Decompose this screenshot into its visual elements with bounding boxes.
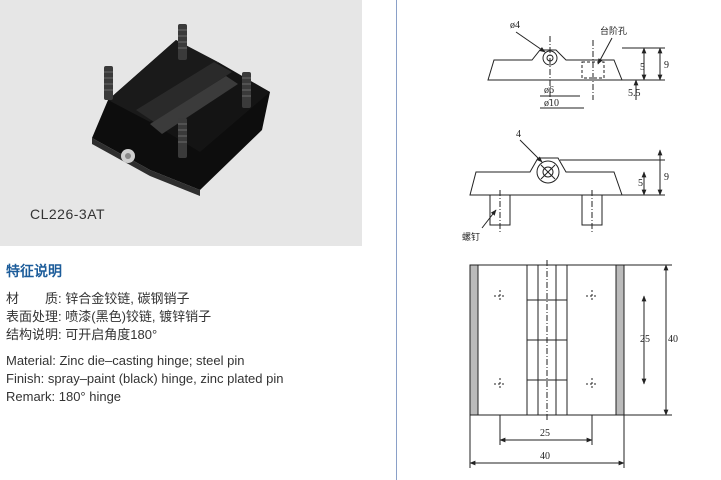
dim-mid-5: 5 — [638, 178, 643, 189]
product-photo-panel: CL226-3AT — [0, 0, 362, 246]
label-step-hole: 台阶孔 — [600, 25, 627, 37]
label-screw: 螺钉 — [462, 232, 480, 243]
side-view — [469, 139, 665, 232]
dim-top-9: 9 — [664, 60, 669, 71]
column-divider — [396, 0, 397, 480]
spec-material-en: Material: Zinc die–casting hinge; steel … — [6, 353, 245, 368]
spec-remark-en: Remark: 180° hinge — [6, 389, 122, 404]
top-view — [487, 31, 665, 109]
dim-top-5: 5 — [640, 62, 645, 73]
dim-bolt-dia: ø6 — [544, 85, 554, 96]
spec-list: 材 质: 锌合金铰链, 碳钢销子 表面处理: 喷漆(黑色)铰链, 镀锌销子 结构… — [6, 290, 283, 406]
spec-material-cn: 材 质: 锌合金铰链, 碳钢销子 — [6, 291, 190, 306]
dim-head-dia: ø10 — [544, 98, 559, 109]
features-title: 特征说明 — [6, 263, 62, 279]
model-number: CL226-3AT — [30, 206, 106, 222]
dim-top-5-5: 5.5 — [628, 88, 641, 99]
dim-plan-25-v: 25 — [640, 334, 650, 345]
hinge-photo — [92, 24, 270, 196]
dim-mid-9: 9 — [664, 172, 669, 183]
plan-view — [469, 260, 672, 468]
dim-pin-dia-mid: 4 — [516, 129, 521, 140]
spec-finish-en: Finish: spray–paint (black) hinge, zinc … — [6, 371, 284, 386]
spec-finish-cn: 表面处理: 喷漆(黑色)铰链, 镀锌销子 — [6, 309, 212, 324]
dim-plan-40-v: 40 — [668, 334, 678, 345]
spec-remark-cn: 结构说明: 可开启角度180° — [6, 327, 158, 342]
dim-pin-dia-top: ø4 — [510, 20, 520, 31]
dim-plan-25-h: 25 — [540, 428, 550, 439]
dim-plan-40-h: 40 — [540, 451, 550, 462]
